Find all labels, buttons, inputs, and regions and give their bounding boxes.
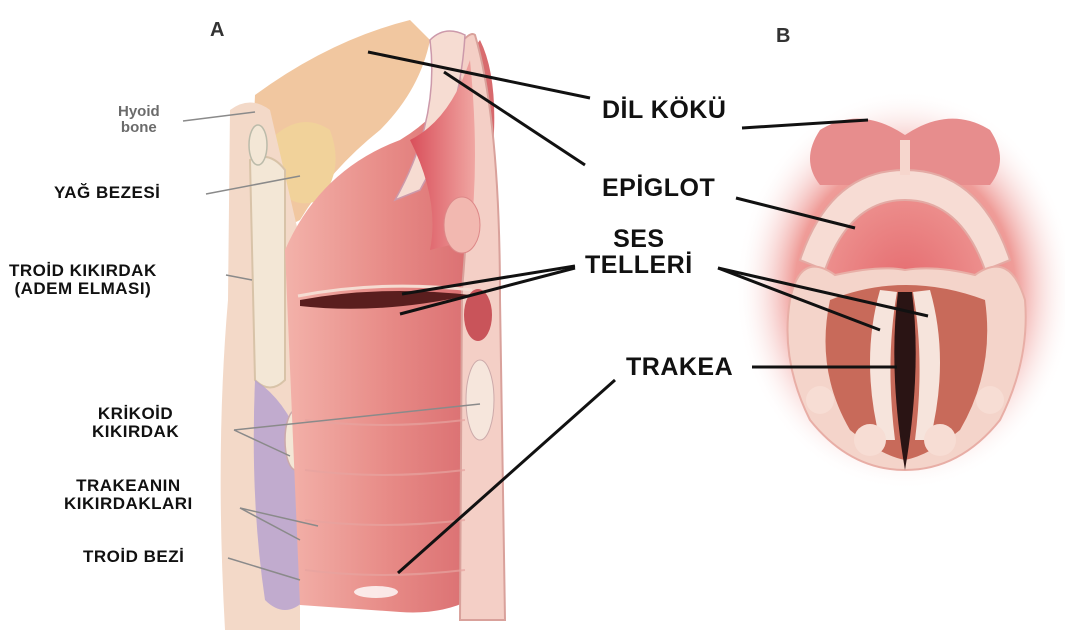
label-troid-kikirdak-line1: TROİD KIKIRDAK — [9, 262, 157, 280]
label-krikoid-line1: KRİKOİD — [92, 405, 179, 423]
label-krikoid-line2: KIKIRDAK — [92, 423, 179, 441]
ventricular-fold-shape — [444, 197, 480, 253]
label-ses-telleri: SES TELLERİ — [585, 226, 693, 279]
label-ses-line1: SES — [585, 226, 693, 252]
panel-a-letter: A — [210, 20, 224, 41]
label-troid-bezi: TROİD BEZİ — [83, 548, 184, 566]
label-krikoid-kikirdak: KRİKOİD KIKIRDAK — [92, 405, 179, 441]
label-trakeanin-line1: TRAKEANIN — [64, 477, 193, 495]
panel-b-illustration — [735, 90, 1065, 490]
label-hyoid-line1: Hyoid — [118, 104, 160, 120]
panel-b-letter: B — [776, 26, 790, 47]
label-hyoid-bone: Hyoid bone — [118, 104, 160, 136]
label-trakeanin-kikirdaklari: TRAKEANIN KIKIRDAKLARI — [64, 477, 193, 513]
label-trakea: TRAKEA — [626, 354, 733, 380]
label-epiglot: EPİGLOT — [602, 175, 715, 201]
label-ses-line2: TELLERİ — [585, 252, 693, 278]
label-yag-bezesi: YAĞ BEZESİ — [54, 184, 160, 202]
label-dil-koku: DİL KÖKÜ — [602, 97, 726, 123]
label-troid-kikirdak-line2: (ADEM ELMASI) — [9, 280, 157, 298]
hyoid-bone-shape — [249, 125, 267, 165]
label-troid-kikirdak: TROİD KIKIRDAK (ADEM ELMASI) — [9, 262, 157, 298]
label-hyoid-line2: bone — [118, 120, 160, 136]
panel-a-illustration — [221, 20, 505, 630]
thyroid-cartilage-shape — [250, 157, 285, 388]
label-trakeanin-line2: KIKIRDAKLARI — [64, 495, 193, 513]
